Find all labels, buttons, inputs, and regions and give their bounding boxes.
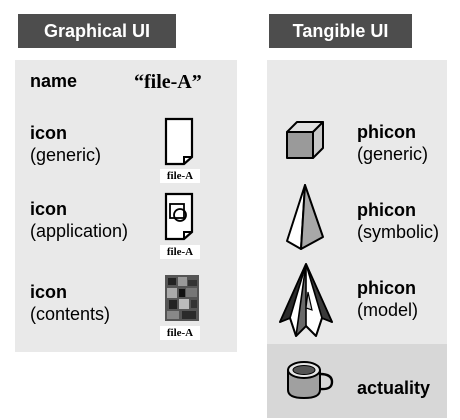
file-caption: file-A <box>160 245 200 259</box>
phicon-model-label: phicon (model) <box>357 278 419 320</box>
cube-icon <box>283 118 331 162</box>
phicon-generic-label: phicon (generic) <box>357 122 429 164</box>
pyramid-icon <box>283 183 331 253</box>
file-caption: file-A <box>160 326 200 340</box>
phicon-symbolic-label: phicon (symbolic) <box>357 200 440 242</box>
icon-application-label: icon (application) <box>30 199 129 241</box>
icon-generic-label: icon (generic) <box>30 123 102 165</box>
cup-icon <box>282 358 342 402</box>
file-caption: file-A <box>160 169 200 183</box>
application-document-icon <box>160 192 206 242</box>
graphical-ui-panel <box>15 60 237 352</box>
name-label: name <box>30 71 78 91</box>
icon-contents-label: icon (contents) <box>30 282 111 324</box>
generic-document-icon <box>160 117 206 187</box>
tower-model-icon <box>276 262 336 342</box>
tangible-ui-header: Tangible UI <box>269 14 412 48</box>
contents-thumbnail-icon <box>164 274 202 324</box>
graphical-ui-header: Graphical UI <box>18 14 176 48</box>
actuality-label: actuality <box>357 378 431 398</box>
file-name-value: “file-A” <box>134 71 202 93</box>
